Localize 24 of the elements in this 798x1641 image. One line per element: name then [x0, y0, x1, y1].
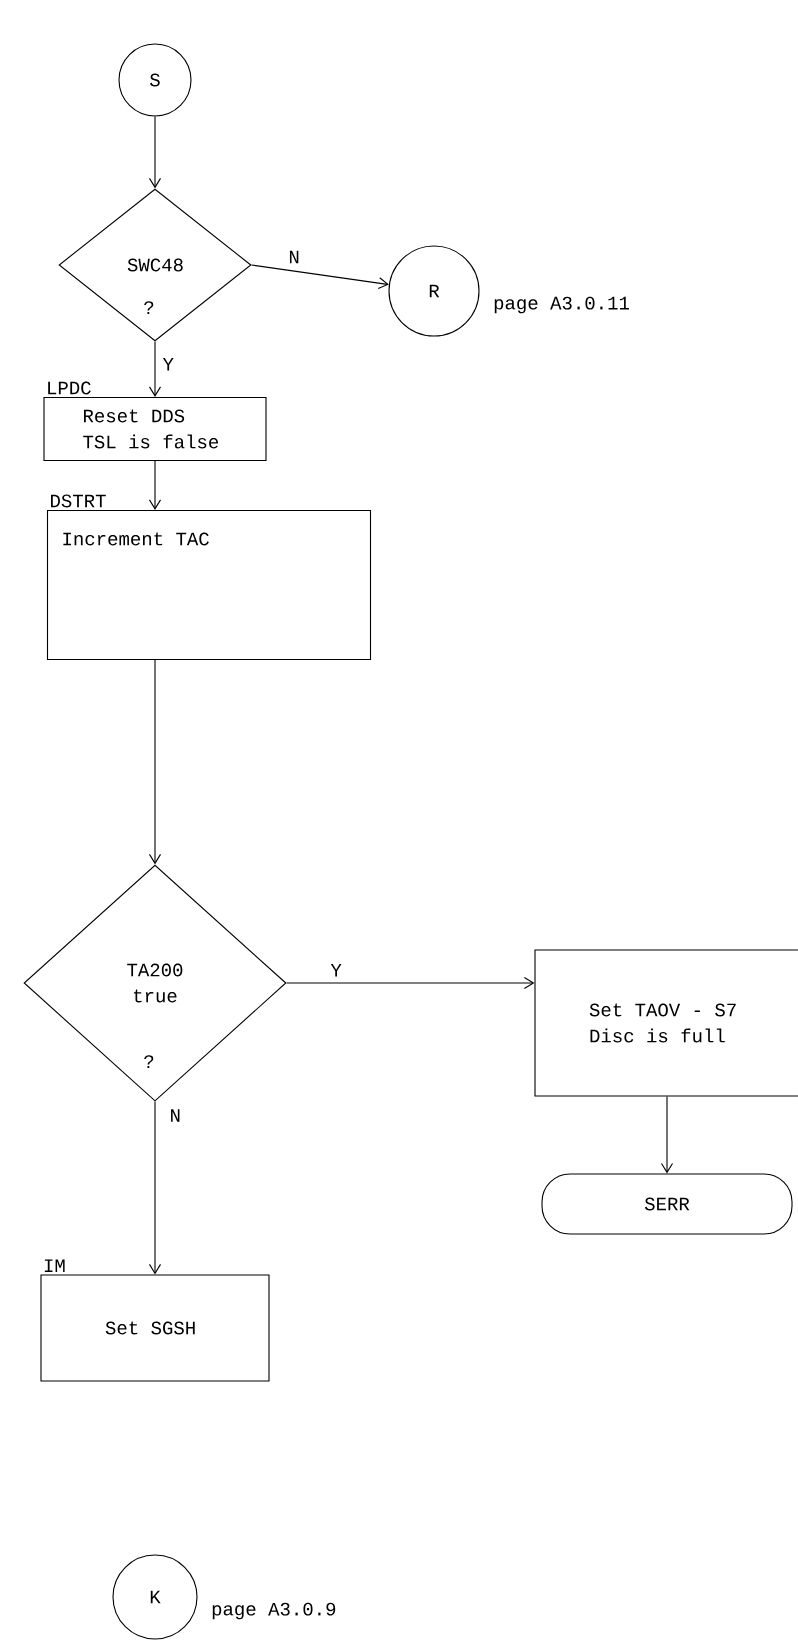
step-label: IM	[44, 1259, 65, 1272]
arrow	[660, 1096, 674, 1174]
step-label: LPDC	[48, 381, 91, 395]
arrow	[148, 116, 162, 189]
process-box: Set TAOV - S7 Disc is full	[534, 949, 798, 1097]
edge-label: Y	[162, 357, 174, 371]
arrow	[148, 341, 162, 397]
page-reference: page A3.0.11	[494, 296, 629, 314]
page-reference: page A3.0.9	[212, 1602, 336, 1620]
edge-label: Y	[330, 963, 342, 977]
process-box: Reset DDS TSL is false	[43, 396, 267, 462]
arrow	[251, 264, 389, 290]
question-mark: ?	[144, 301, 154, 314]
edge-label: N	[289, 250, 299, 264]
arrow	[148, 460, 162, 510]
arrow	[148, 1101, 162, 1275]
process-box: Set SGSH	[40, 1274, 270, 1382]
process-box: Increment TAC	[46, 509, 372, 661]
step-label: DSTRT	[51, 494, 106, 508]
arrow	[286, 976, 535, 990]
question-mark: ?	[144, 1055, 154, 1068]
edge-label: N	[171, 1109, 180, 1122]
arrow	[148, 659, 162, 865]
terminal-box: SERR	[541, 1173, 793, 1235]
